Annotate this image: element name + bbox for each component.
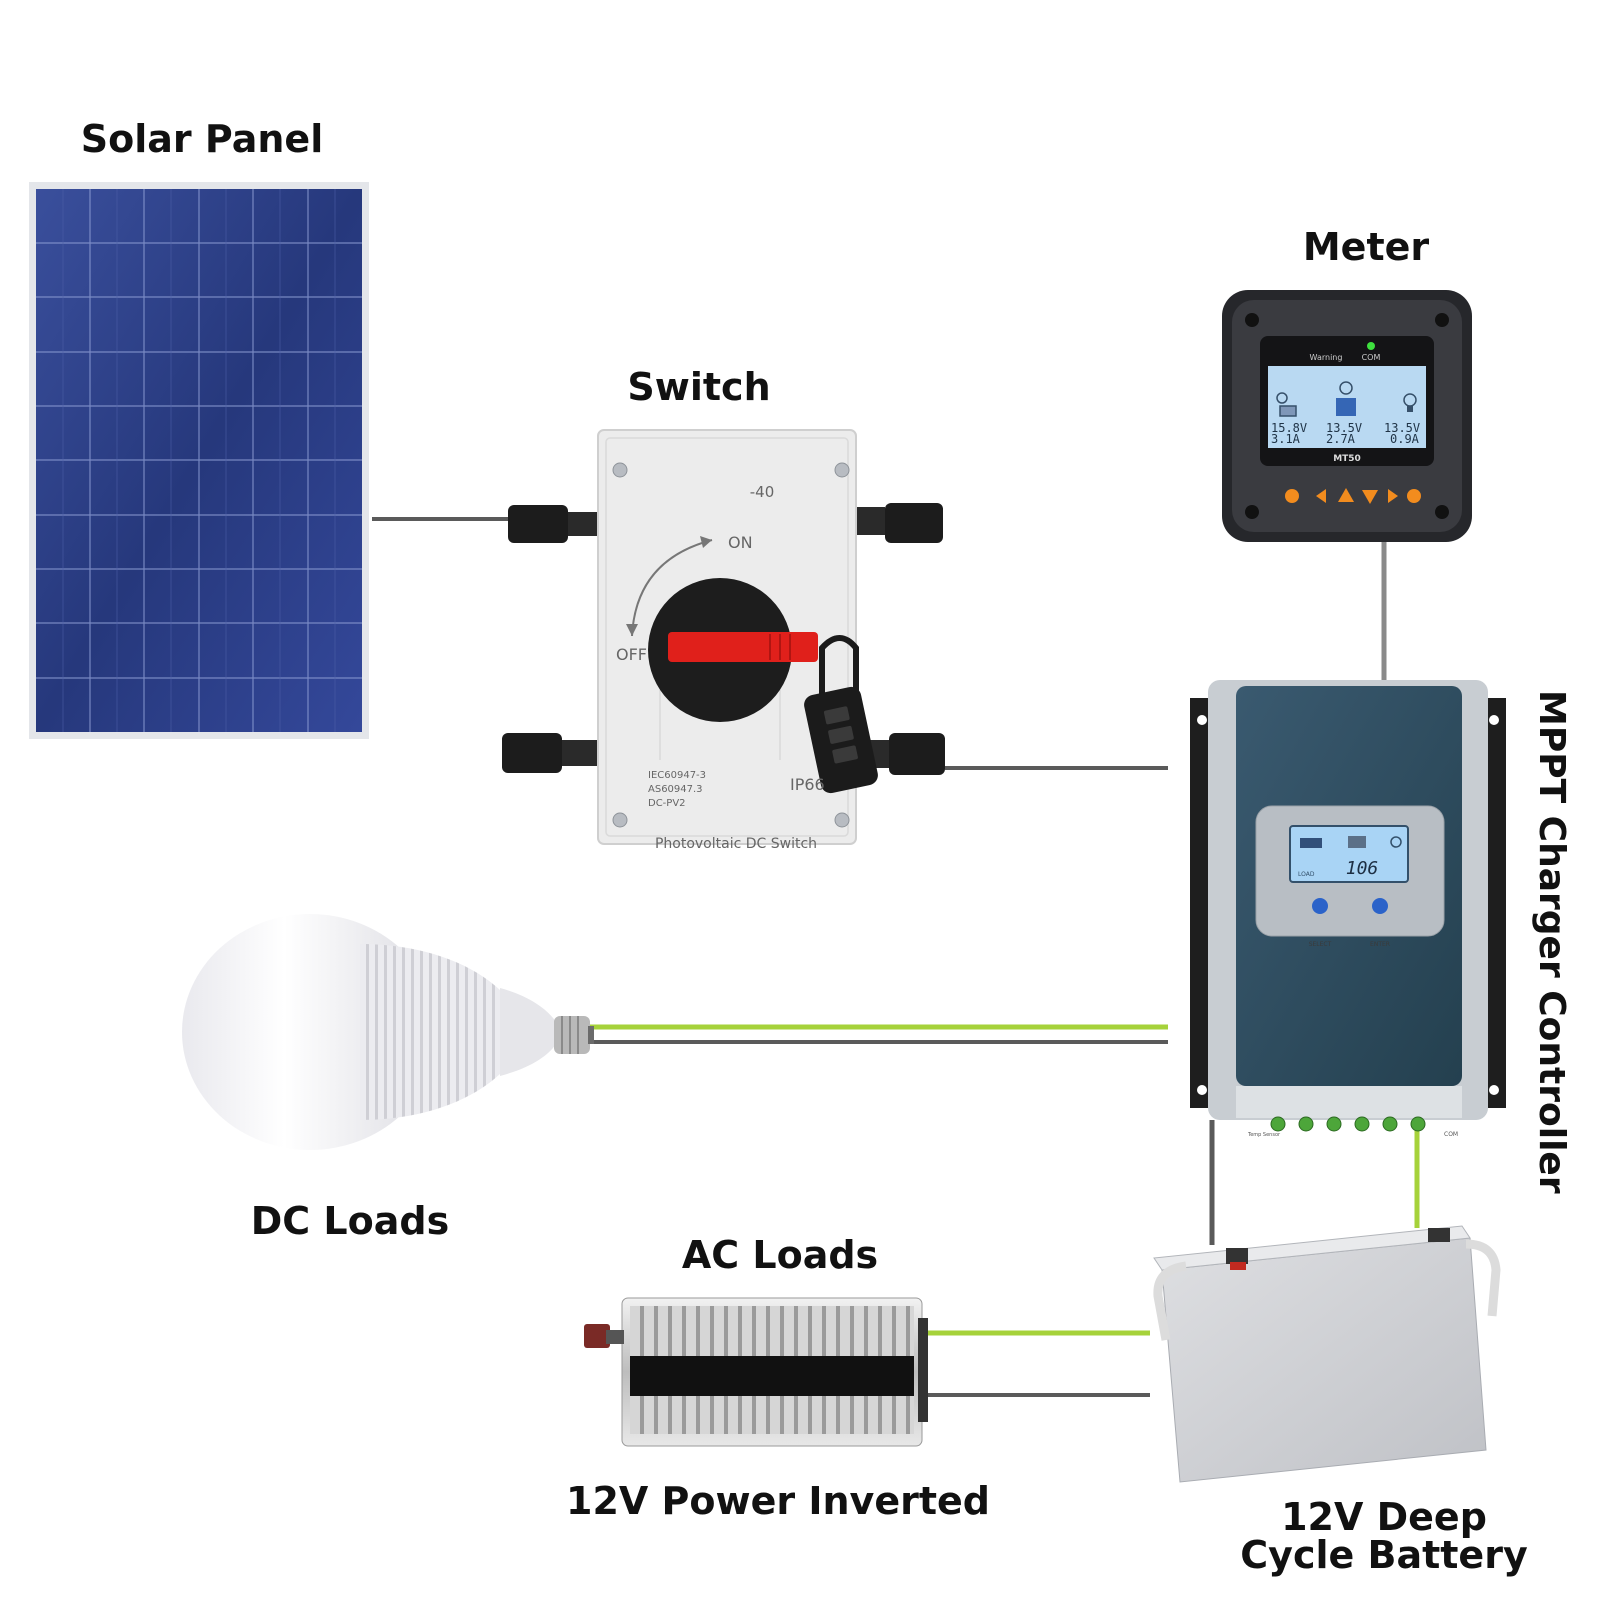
meter-ok-button[interactable] <box>1407 489 1421 503</box>
enter-label: ENTER <box>1370 941 1390 948</box>
temp-sensor-label: Temp Sensor <box>1247 1132 1281 1138</box>
battery-icon <box>1336 381 1356 416</box>
meter-right-button[interactable] <box>1388 489 1398 503</box>
battery-handle-right <box>1465 1239 1501 1317</box>
meter-label: Meter <box>1303 225 1430 269</box>
meter-up-button[interactable] <box>1338 488 1354 502</box>
meter-com-label: COM <box>1362 353 1381 362</box>
wires <box>372 517 1420 1397</box>
pv-voltage: 15.8V <box>1271 421 1307 435</box>
battery-positive-terminal <box>1230 1262 1246 1270</box>
screw-icon <box>1245 313 1259 327</box>
mppt-label: MPPT Charger Controller <box>1531 690 1572 1194</box>
battery-label-line2: Cycle Battery <box>1240 1533 1528 1577</box>
meter-left-button[interactable] <box>1316 489 1326 503</box>
battery-voltage: 13.5V <box>1326 421 1362 435</box>
screw-icon <box>612 462 628 478</box>
switch-std-3: DC-PV2 <box>648 798 686 809</box>
battery-label-line1: 12V Deep <box>1281 1495 1487 1539</box>
screw-icon <box>1435 313 1449 327</box>
pv-current: 3.1A <box>1271 432 1301 446</box>
battery-icon <box>1348 836 1366 848</box>
dc-load-bulb <box>182 914 594 1150</box>
switch-name: Photovoltaic DC Switch <box>655 836 817 852</box>
power-inverter <box>584 1297 928 1447</box>
meter-down-button[interactable] <box>1362 490 1378 504</box>
battery-positive-terminal-2 <box>1428 1228 1450 1242</box>
dc-loads-label: DC Loads <box>251 1199 449 1243</box>
mc4-connector-top-right <box>855 503 943 543</box>
screw-icon <box>1435 505 1449 519</box>
bulb-icon <box>1403 393 1417 412</box>
meter-esc-button[interactable] <box>1285 489 1299 503</box>
controller-display-value: 106 <box>1346 858 1379 879</box>
bulb-screw-base <box>554 1016 594 1054</box>
load-current: 0.9A <box>1390 432 1420 446</box>
controller-load-label: LOAD <box>1298 871 1315 878</box>
bulb-icon <box>1390 836 1402 848</box>
select-button[interactable] <box>1312 898 1328 914</box>
meter-model: MT50 <box>1333 454 1361 464</box>
switch-ip-rating: IP66 <box>790 775 825 794</box>
switch-rating: -40 <box>750 483 775 501</box>
battery-handle-left <box>1153 1261 1187 1341</box>
solar-icon <box>1300 838 1322 848</box>
switch-label: Switch <box>627 365 770 409</box>
battery-negative-terminal <box>1226 1248 1248 1264</box>
sun-icon <box>1276 392 1297 417</box>
switch-handle[interactable] <box>668 632 818 662</box>
solar-panel <box>29 182 369 739</box>
inverter-label: 12V Power Inverted <box>566 1479 990 1523</box>
battery-current: 2.7A <box>1326 432 1356 446</box>
switch-std-1: IEC60947-3 <box>648 770 706 781</box>
meter-buttons[interactable] <box>1285 488 1421 504</box>
switch-off-label: OFF <box>616 645 647 664</box>
remote-meter: Warning COM 15.8V 3.1A 13.5V 2.7A 13.5V … <box>1222 290 1472 542</box>
ac-loads-label: AC Loads <box>682 1233 878 1277</box>
switch-std-2: AS60947.3 <box>648 784 703 795</box>
enter-button[interactable] <box>1372 898 1388 914</box>
controller-com-label: COM <box>1444 1131 1458 1138</box>
mppt-controller: LOAD 106 SELECT ENTER Temp Sensor COM <box>1190 680 1506 1138</box>
deep-cycle-battery <box>1153 1225 1501 1483</box>
panel-cell-grid <box>36 189 362 732</box>
rotate-arrow-icon <box>631 539 713 637</box>
com-led <box>1367 342 1375 350</box>
select-label: SELECT <box>1309 941 1332 948</box>
switch-on-label: ON <box>728 533 753 552</box>
screw-icon <box>834 812 850 828</box>
inverter-terminal <box>584 1324 624 1348</box>
load-voltage: 13.5V <box>1384 421 1420 435</box>
padlock-icon <box>804 635 878 794</box>
screw-icon <box>1245 505 1259 519</box>
screw-icon <box>834 462 850 478</box>
dc-switch: -40 ON OFF IP66 IEC60947-3 AS60947.3 DC- <box>502 429 945 852</box>
screw-icon <box>612 812 628 828</box>
mc4-connector-bottom-left <box>502 733 598 773</box>
mc4-connector-top-left <box>508 505 598 543</box>
solar-panel-label: Solar Panel <box>81 117 323 161</box>
meter-warning-label: Warning <box>1310 353 1343 362</box>
terminal-block <box>1270 1116 1426 1132</box>
